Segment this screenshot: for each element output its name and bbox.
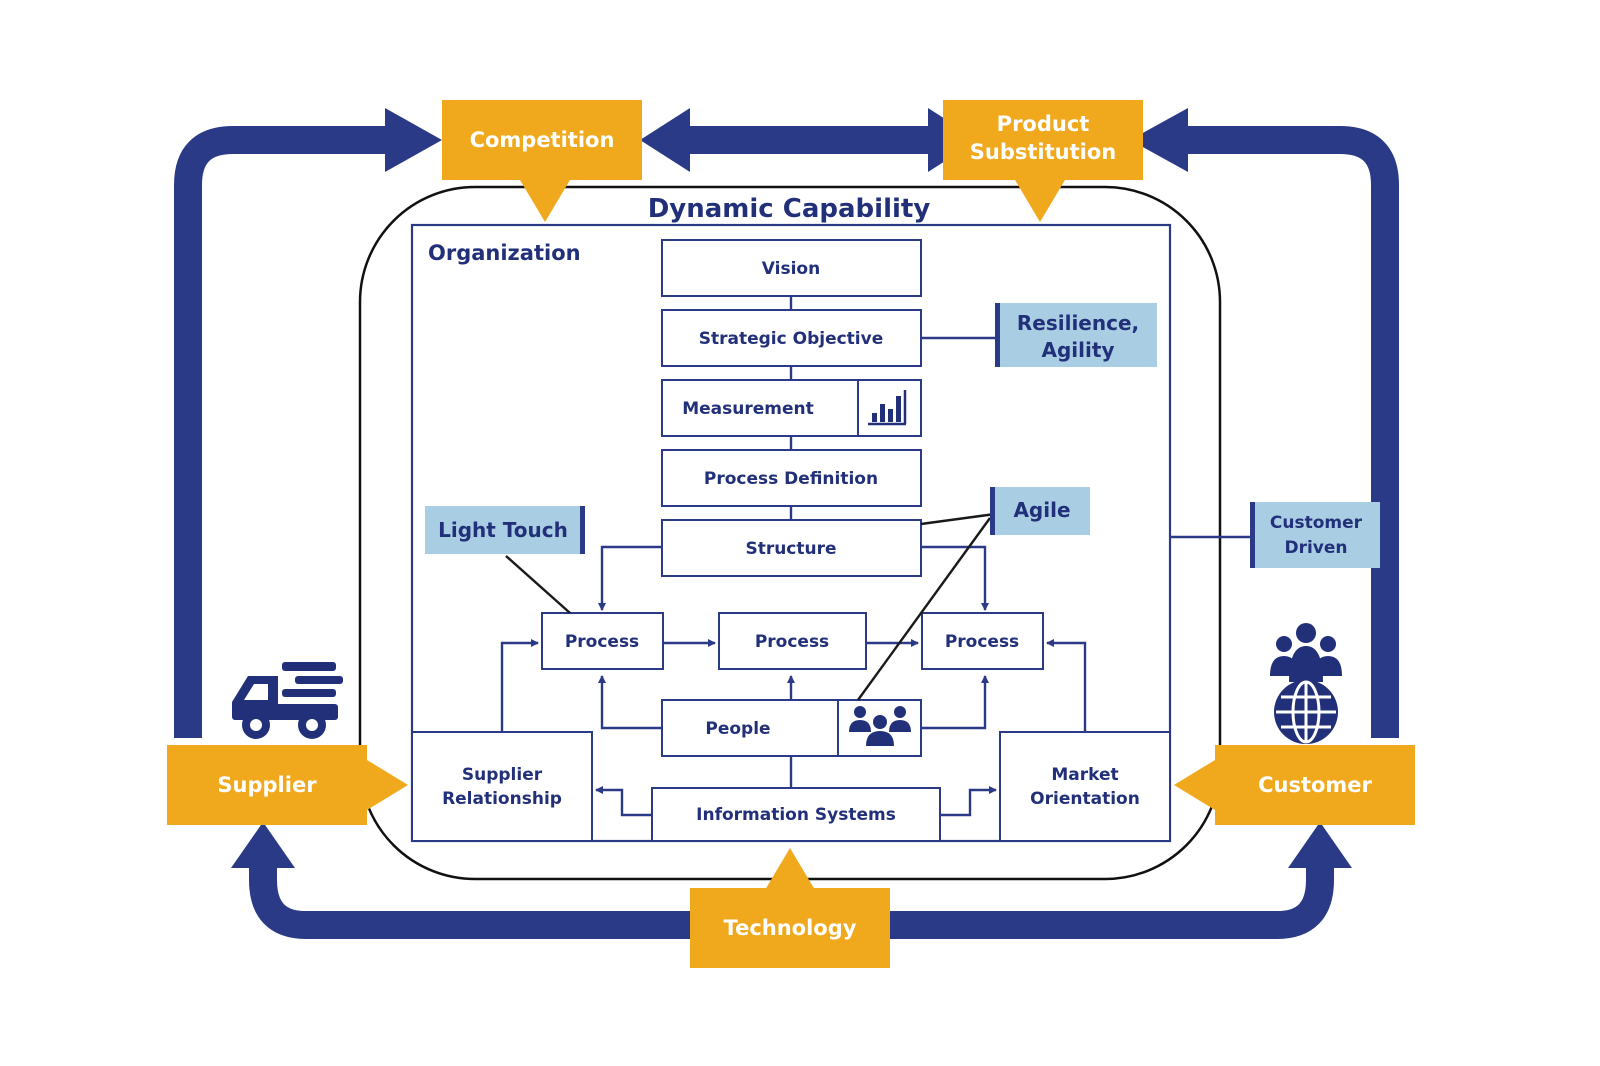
competition-label: Competition [470,128,615,152]
organization-label: Organization [428,241,581,265]
process-left-label: Process [565,632,639,652]
light-touch-callout: Light Touch [425,506,585,554]
competition-substitution-double-arrow [640,108,978,172]
page-title: Dynamic Capability [648,194,931,224]
supplier-relationship-label-line2: Relationship [442,789,562,809]
agility-label: Agility [1042,338,1115,362]
technology-to-customer-arrow [880,822,1352,939]
technology-box: Technology [690,848,890,968]
people-group-icon [849,706,911,746]
market-orientation-box: Market Orientation [999,731,1171,842]
product-substitution-label-line2: Substitution [970,140,1116,164]
technology-to-supplier-arrow [231,822,690,939]
process-definition-label: Process Definition [704,469,878,489]
competition-box: Competition [442,100,642,222]
market-orientation-label-line1: Market [1051,765,1118,785]
measurement-box: Measurement [661,379,922,437]
product-substitution-label-line1: Product [997,112,1090,136]
light-touch-label: Light Touch [438,518,568,542]
strategic-objective-box: Strategic Objective [661,309,922,367]
structure-box: Structure [661,519,922,577]
measurement-label: Measurement [682,399,814,419]
resilience-label: Resilience, [1017,311,1139,335]
product-substitution-box: Product Substitution [943,100,1143,222]
agile-callout: Agile [990,487,1090,535]
process-right-label: Process [945,632,1019,652]
supplier-relationship-box: Supplier Relationship [411,731,593,842]
customer-box: Customer [1174,745,1415,825]
supplier-relationship-label-line1: Supplier [462,765,543,785]
customer-driven-label-line2: Driven [1284,538,1347,558]
customer-driven-callout: Customer Driven [1250,502,1380,568]
process-box-left: Process [541,612,664,670]
process-box-right: Process [921,612,1044,670]
structure-label: Structure [745,539,836,559]
global-community-icon [1270,623,1342,744]
vision-box: Vision [661,239,922,297]
strategic-objective-label: Strategic Objective [699,329,884,349]
information-systems-label: Information Systems [696,805,896,825]
supplier-box: Supplier [167,745,408,825]
bar-chart-icon [868,390,907,426]
people-box: People [661,699,922,757]
process-middle-label: Process [755,632,829,652]
process-box-middle: Process [718,612,867,670]
process-definition-box: Process Definition [661,449,922,507]
customer-driven-label-line1: Customer [1270,513,1363,533]
agile-label: Agile [1013,498,1070,522]
people-label: People [705,719,770,739]
resilience-agility-callout: Resilience, Agility [995,303,1157,367]
supplier-label: Supplier [217,773,317,797]
market-orientation-label-line2: Orientation [1030,789,1140,809]
customer-label: Customer [1258,773,1372,797]
delivery-truck-icon [232,662,343,739]
customer-to-product-substitution-arrow [1130,108,1399,738]
information-systems-box: Information Systems [651,787,941,842]
supplier-to-competition-arrow [174,108,442,738]
vision-label: Vision [762,259,820,279]
callout-lines [505,512,996,701]
technology-label: Technology [724,916,857,940]
hierarchy-connectors [500,296,1250,817]
